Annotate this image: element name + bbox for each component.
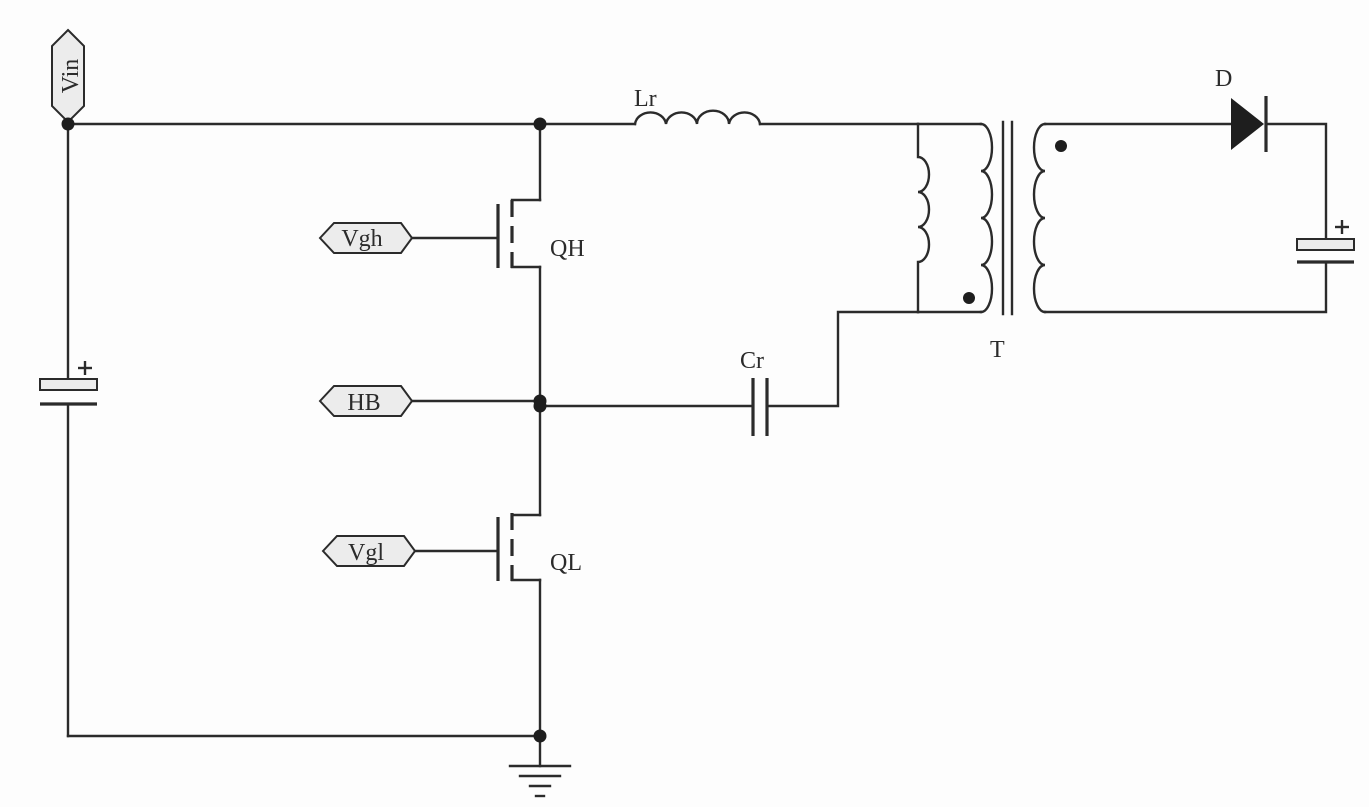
secondary-polarity-dot: [1055, 140, 1067, 152]
lr-inductor: [633, 109, 762, 126]
hb-label: HB: [347, 390, 380, 416]
transformer-label: T: [990, 337, 1005, 363]
qh-label: QH: [550, 236, 585, 262]
vin-label: Vin: [58, 59, 84, 94]
wire-cr-to-primary: [765, 310, 920, 408]
vgl-label: Vgl: [348, 540, 384, 566]
qh-mosfet: [496, 198, 542, 269]
junction-vin: [61, 117, 75, 131]
vin-port: Vin: [51, 28, 85, 124]
wire-cout-return: [1043, 260, 1328, 314]
diode-label: D: [1215, 66, 1232, 92]
vgh-label: Vgh: [341, 226, 382, 252]
hb-port: HB: [318, 385, 414, 417]
primary-polarity-dot: [963, 292, 975, 304]
output-diode: [1231, 96, 1268, 152]
junction-nodes: [61, 117, 547, 743]
junction-ground: [533, 729, 547, 743]
cr-label: Cr: [740, 348, 764, 374]
junction-top-rail: [533, 117, 547, 131]
cr-capacitor: [751, 378, 769, 436]
vgl-port: Vgl: [321, 535, 417, 567]
wire-diode-to-cout: [1264, 122, 1328, 242]
ground-icon: [508, 764, 572, 798]
output-capacitor: [1296, 220, 1355, 264]
junction-hb-cr: [533, 399, 547, 413]
vgh-port: Vgh: [318, 222, 414, 254]
transformer: [916, 120, 1067, 316]
wires: [66, 122, 1328, 768]
lr-label: Lr: [634, 86, 657, 112]
input-capacitor: [39, 361, 98, 406]
ql-label: QL: [550, 550, 582, 576]
ql-mosfet: [496, 513, 542, 582]
